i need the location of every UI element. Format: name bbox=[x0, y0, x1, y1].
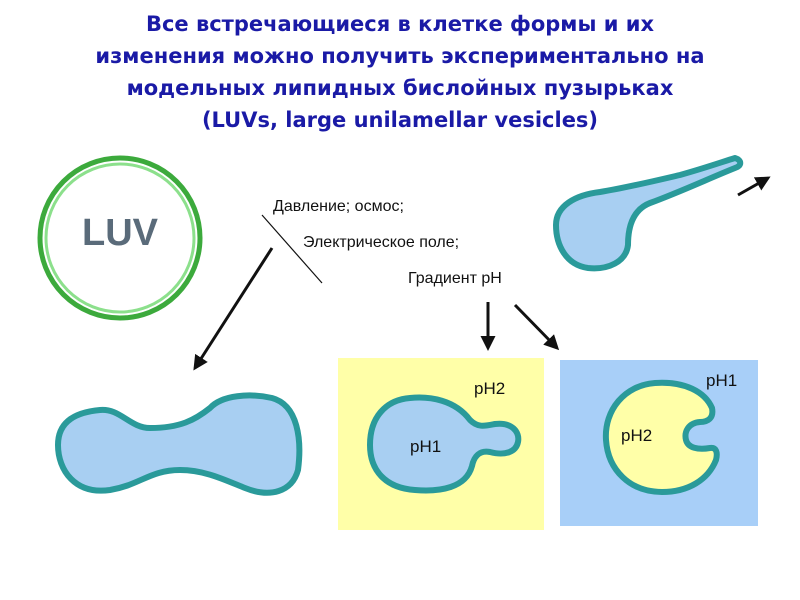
tube-vesicle bbox=[553, 155, 744, 272]
blue-outer-ph-label: pH1 bbox=[706, 371, 738, 390]
yellow-outer-ph-label: pH2 bbox=[474, 379, 506, 398]
factor-electric-field: Электрическое поле; bbox=[303, 234, 460, 251]
title-line-1: Все встречающиеся в клетке формы и их bbox=[145, 12, 655, 36]
title-line-4: (LUVs, large unilamellar vesicles) bbox=[201, 108, 599, 132]
yellow-panel-vesicle bbox=[367, 394, 522, 494]
slide-title: Все встречающиеся в клетке формы и их из… bbox=[40, 8, 760, 136]
dumbbell-vesicle bbox=[55, 392, 303, 496]
factor-pressure: Давление; осмос; bbox=[273, 198, 404, 215]
arrow-top-right bbox=[737, 176, 771, 197]
blue-inner-ph-label: pH2 bbox=[621, 426, 653, 445]
yellow-inner-ph-label: pH1 bbox=[410, 437, 442, 456]
arrow-to-dumbbell bbox=[193, 247, 274, 371]
factor-ph-gradient: Градиент pH bbox=[408, 270, 502, 287]
luv-vesicle bbox=[37, 155, 203, 321]
luv-label: LUV bbox=[82, 212, 158, 254]
separator-line bbox=[261, 214, 323, 284]
title-line-2: изменения можно получить экспериментальн… bbox=[95, 44, 705, 68]
arrow-to-blue-panel bbox=[513, 303, 560, 351]
title-line-3: модельных липидных бислойных пузырьках bbox=[126, 76, 674, 100]
blue-panel-vesicle bbox=[602, 379, 720, 495]
